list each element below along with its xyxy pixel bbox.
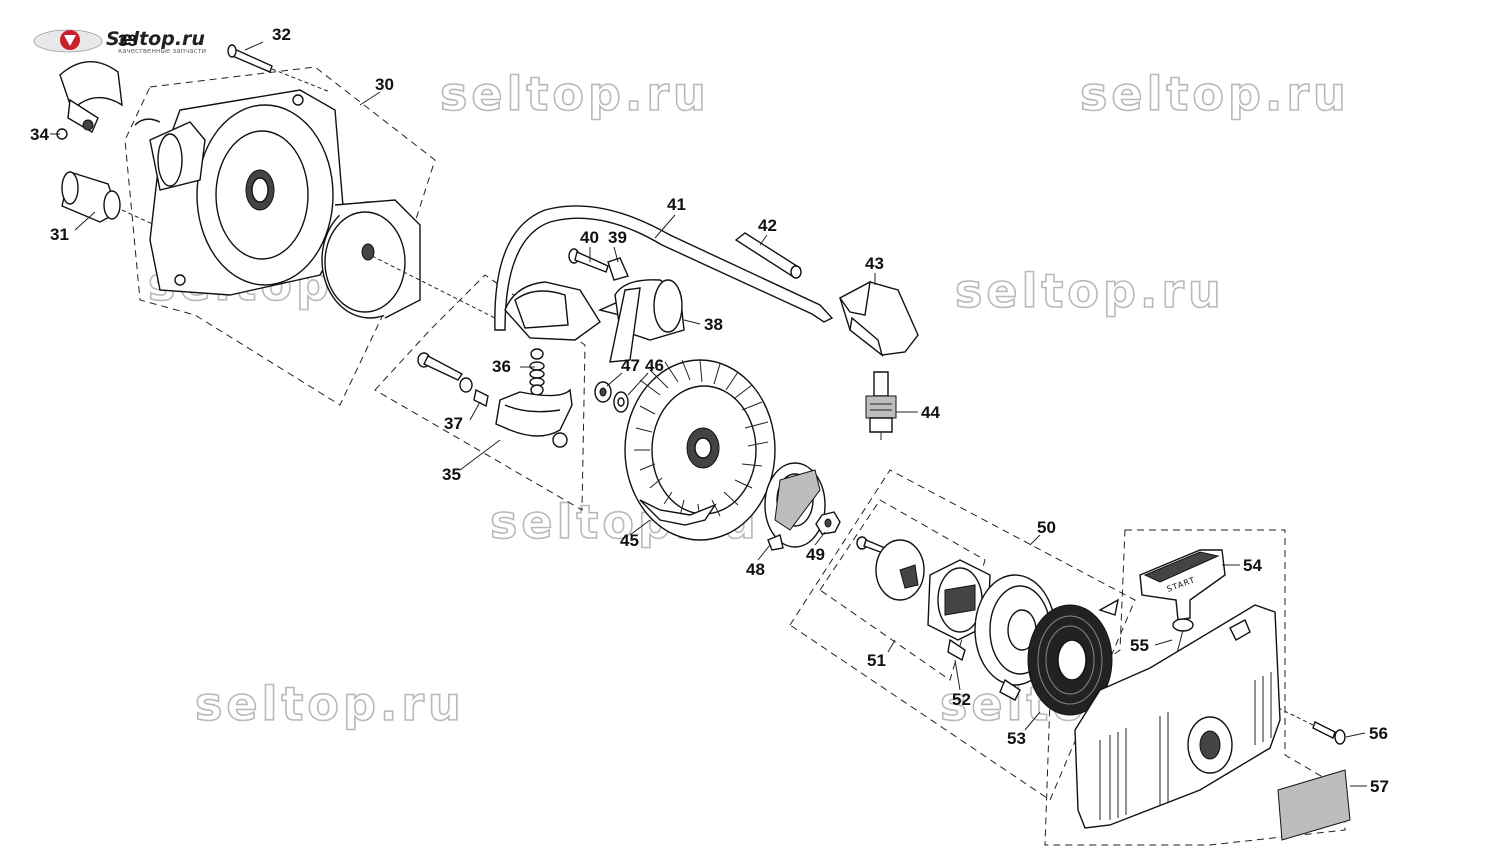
outline-group-30 <box>124 66 436 406</box>
label-48: 48 <box>746 560 765 579</box>
part-56-screw <box>1257 697 1346 745</box>
part-39-clip <box>607 257 629 281</box>
part-43-spark-plug-boot <box>838 280 919 357</box>
label-45: 45 <box>620 531 639 550</box>
label-47: 47 <box>621 356 640 375</box>
label-43: 43 <box>865 254 884 273</box>
part-52-starter-pulley-hub <box>927 559 991 662</box>
part-45-flywheel <box>624 359 776 541</box>
label-31: 31 <box>50 225 69 244</box>
label-36: 36 <box>492 357 511 376</box>
label-34: 34 <box>30 125 49 144</box>
part-clutch-drum <box>321 199 496 319</box>
part-31-bushing <box>61 171 171 233</box>
part-37-clutch-bolt <box>417 352 568 448</box>
part-32-screw <box>227 44 331 93</box>
logo-text: Seltop.ru <box>106 28 205 50</box>
label-44: 44 <box>921 403 940 422</box>
part-44-spark-plug <box>865 371 897 440</box>
label-54: 54 <box>1243 556 1262 575</box>
label-49: 49 <box>806 545 825 564</box>
part-53-recoil-spring <box>1027 598 1119 716</box>
label-40: 40 <box>580 228 599 247</box>
label-32: 32 <box>272 25 291 44</box>
part-36-spring <box>529 348 545 396</box>
watermark-2: seltop.ru <box>1080 67 1350 121</box>
part-57-label-plate <box>1277 769 1351 841</box>
label-57: 57 <box>1370 777 1389 796</box>
label-30: 30 <box>375 75 394 94</box>
label-52: 52 <box>952 690 971 709</box>
label-42: 42 <box>758 216 777 235</box>
label-53: 53 <box>1007 729 1026 748</box>
label-56: 56 <box>1369 724 1388 743</box>
outline-group-51 <box>819 499 986 681</box>
outline-group-50 <box>789 469 1136 801</box>
leader-lines <box>50 41 1367 787</box>
part-33-hose-clamp <box>59 61 123 134</box>
part-48-starter-pawl <box>764 462 826 551</box>
watermark-5: seltop.ru <box>195 677 465 731</box>
label-33: 33 <box>118 31 137 50</box>
part-46-washer <box>613 391 629 413</box>
label-50: 50 <box>1037 518 1056 537</box>
part-38-ignition-coil <box>504 279 685 363</box>
label-35: 35 <box>442 465 461 484</box>
label-46: 46 <box>645 356 664 375</box>
watermark-1: seltop.ru <box>440 67 710 121</box>
part-40-screw <box>568 248 609 273</box>
label-41: 41 <box>667 195 686 214</box>
part-51-starter-screw <box>856 536 925 601</box>
part-49-nut <box>815 511 841 535</box>
part-47-nut <box>594 381 612 403</box>
part-30-crankcase-housing <box>134 89 346 296</box>
label-39: 39 <box>608 228 627 247</box>
part-starter-cover <box>1074 604 1281 829</box>
part-clutch-shoes <box>495 388 573 437</box>
seltop-logo: Seltop.ru качественные запчасти <box>33 28 206 55</box>
part-41-fuel-line <box>494 205 834 331</box>
part-42-tube <box>734 232 802 279</box>
logo-subtitle: качественные запчасти <box>118 47 206 55</box>
part-number-labels: 30 31 32 33 34 35 36 37 38 39 40 41 42 4… <box>30 25 1389 796</box>
watermark-3: seltop.ru <box>955 264 1225 318</box>
label-51: 51 <box>867 651 886 670</box>
label-37: 37 <box>444 414 463 433</box>
label-38: 38 <box>704 315 723 334</box>
part-54-starter-handle: START <box>1139 549 1226 621</box>
label-55: 55 <box>1130 636 1149 655</box>
